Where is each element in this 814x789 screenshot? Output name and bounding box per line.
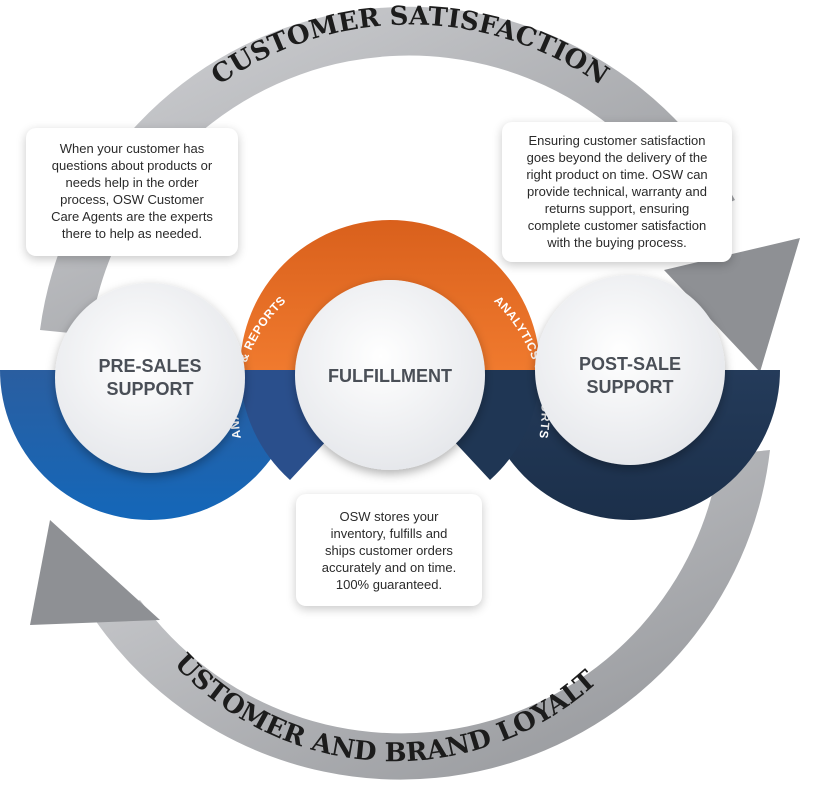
pre-sales-label-line1: PRE-SALES <box>98 356 201 376</box>
pre-sales-callout-line: When your customer has <box>59 141 205 156</box>
top-ring-arrow <box>40 6 735 335</box>
fulfillment-callout-line: accurately and on time. <box>321 560 457 575</box>
fulfillment-callout-line: OSW stores your <box>339 509 439 524</box>
pre-sales-callout-line: there to help as needed. <box>61 226 203 241</box>
pre-sales-callout-line: needs help in the order <box>65 175 199 190</box>
outer-ring <box>30 6 800 780</box>
post-sale-callout-line: with the buying process. <box>547 235 687 250</box>
fulfillment-callout-line: inventory, fulfills and <box>330 526 448 541</box>
pre-sales-callout: When your customer has questions about p… <box>26 128 238 256</box>
post-sale-callout-line: returns support, ensuring <box>544 201 690 216</box>
fulfillment-callout-line: ships customer orders <box>325 543 453 558</box>
post-sale-label-line1: POST-SALE <box>579 354 681 374</box>
fulfillment-label: FULFILLMENT <box>328 366 452 386</box>
orange-arc <box>240 220 540 370</box>
top-arrow-head <box>664 238 800 372</box>
pre-sales-callout-line: Care Agents are the experts <box>51 209 213 224</box>
pre-sales-callout-line: questions about products or <box>51 158 213 173</box>
post-sale-callout-line: provide technical, warranty and <box>527 184 707 199</box>
bottom-arrow-head <box>30 520 160 625</box>
pre-sales-label-line2: SUPPORT <box>106 379 193 399</box>
post-sale-callout-line: goes beyond the delivery of the <box>526 150 708 165</box>
pre-sales-circle: PRE-SALES SUPPORT <box>55 283 245 473</box>
post-sale-label-line2: SUPPORT <box>586 377 673 397</box>
navy-arc-lower <box>450 370 540 480</box>
post-sale-callout-line: Ensuring customer satisfaction <box>528 133 706 148</box>
post-sale-callout-line: right product on time. OSW can <box>526 167 708 182</box>
post-sale-circle: POST-SALE SUPPORT <box>535 275 725 465</box>
post-sale-callout-line: complete customer satisfaction <box>527 218 707 233</box>
fulfillment-callout-line: 100% guaranteed. <box>335 577 443 592</box>
fulfillment-circle: FULFILLMENT <box>295 280 485 470</box>
fulfillment-callout: OSW stores your inventory, fulfills and … <box>296 494 482 606</box>
bottom-ring-arrow <box>95 450 770 780</box>
pre-sales-callout-line: process, OSW Customer <box>60 192 204 207</box>
post-sale-callout: Ensuring customer satisfaction goes beyo… <box>502 122 732 262</box>
blue-arc-lower <box>240 370 330 480</box>
